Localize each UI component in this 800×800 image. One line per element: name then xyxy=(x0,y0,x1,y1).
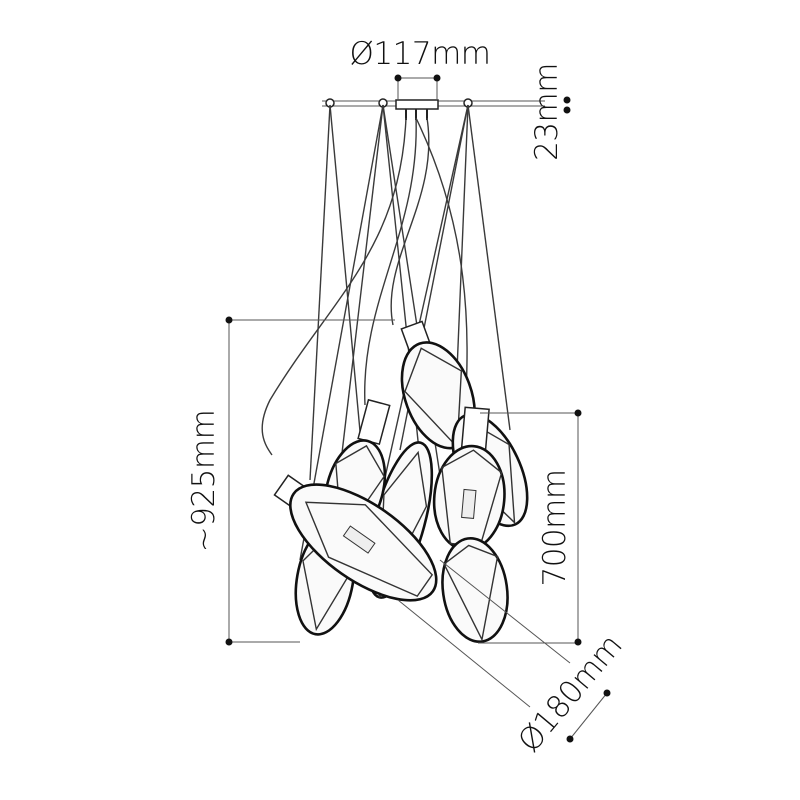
total-height-label: ~925mm xyxy=(186,410,222,553)
ceiling-canopy xyxy=(322,98,545,120)
canopy-diameter-label: Ø117mm xyxy=(350,36,491,72)
canopy-diameter-dimension: Ø117mm xyxy=(350,36,491,100)
shade-height-label: 700mm xyxy=(537,469,573,586)
canopy-height-label: 23mm xyxy=(529,63,565,161)
shade-height-dimension: 700mm xyxy=(478,409,582,646)
lamp-shades xyxy=(273,320,529,643)
suspension-wires xyxy=(261,104,511,561)
canopy-height-dimension: 23mm xyxy=(529,63,571,161)
total-height-dimension: ~925mm xyxy=(186,316,395,646)
